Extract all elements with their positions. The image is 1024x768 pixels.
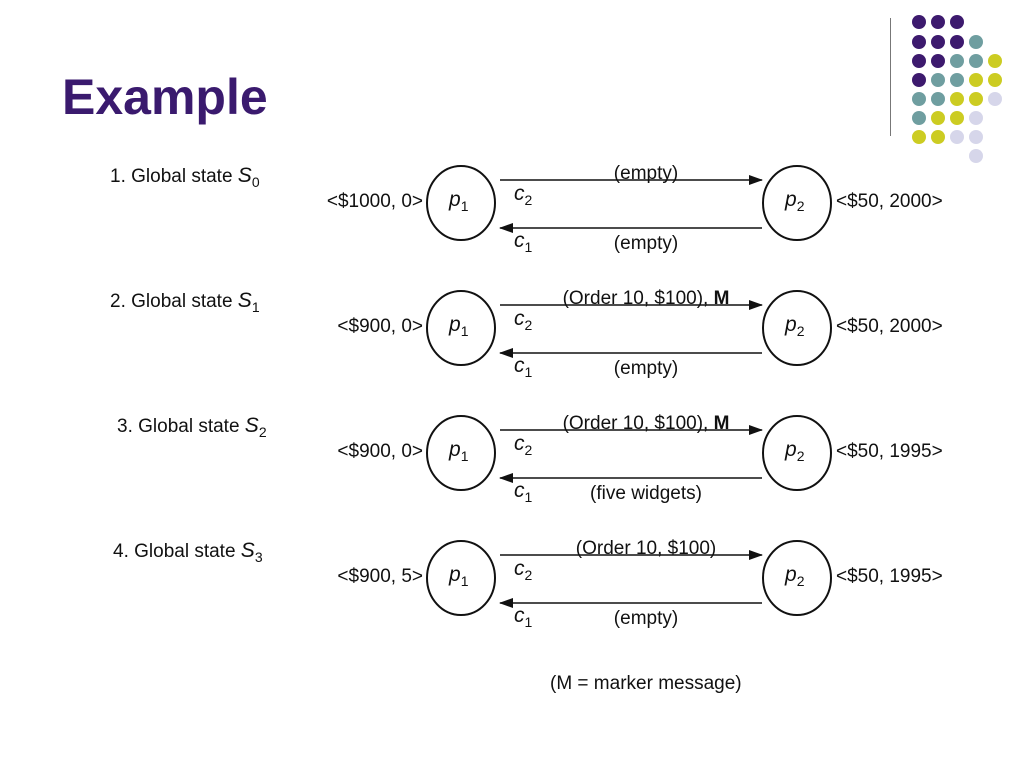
channel-c2-symbol: c2 [514, 432, 533, 459]
process-p2-symbol: p2 [785, 313, 805, 340]
channel-c1-symbol: c1 [514, 604, 533, 631]
state-symbol: S0 [237, 164, 260, 191]
process-p1-state: <$900, 5> [337, 566, 423, 587]
channel-c2-label: c2 [514, 308, 532, 336]
process-p2-label: p2 [785, 314, 804, 342]
channel-c1-label: c1 [514, 355, 532, 383]
process-p2-state: <$50, 2000> [836, 316, 943, 337]
process-p2-symbol: p2 [785, 188, 805, 215]
channel-c2-symbol: c2 [514, 307, 533, 334]
channel-c2-content: (Order 10, $100) [575, 538, 717, 559]
state-symbol: S3 [240, 539, 263, 566]
process-p2-state: <$50, 1995> [836, 566, 943, 587]
global-state-title: 2. Global state S1 [110, 289, 260, 316]
decorative-divider [890, 18, 891, 136]
process-p1-label: p1 [449, 564, 468, 592]
process-p1-label: p1 [449, 314, 468, 342]
process-p1-symbol: p1 [449, 188, 469, 215]
process-p2-label: p2 [785, 564, 804, 592]
state-symbol: S1 [237, 289, 260, 316]
process-p1-node [426, 415, 496, 491]
channel-c1-symbol: c1 [514, 229, 533, 256]
process-p2-symbol: p2 [785, 563, 805, 590]
global-state-title: 3. Global state S2 [117, 414, 267, 441]
channel-c1-content: (empty) [613, 233, 679, 254]
process-p1-label: p1 [449, 189, 468, 217]
process-p2-state: <$50, 1995> [836, 441, 943, 462]
process-p1-state: <$1000, 0> [326, 191, 423, 212]
process-p2-node [762, 165, 832, 241]
process-p2-node [762, 290, 832, 366]
channel-c2-label: c2 [514, 433, 532, 461]
process-p1-label: p1 [449, 439, 468, 467]
channel-c2-content: (Order 10, $100), M [562, 288, 730, 309]
global-state-title: 1. Global state S0 [110, 164, 260, 191]
channel-c1-content: (five widgets) [590, 483, 702, 504]
process-p2-symbol: p2 [785, 438, 805, 465]
process-p2-node [762, 415, 832, 491]
channel-c2-symbol: c2 [514, 182, 533, 209]
channel-c1-label: c1 [514, 605, 532, 633]
channel-c1-symbol: c1 [514, 354, 533, 381]
channel-c1-symbol: c1 [514, 479, 533, 506]
process-p2-label: p2 [785, 189, 804, 217]
process-p2-node [762, 540, 832, 616]
channel-c1-label: c1 [514, 230, 532, 258]
slide-title: Example [62, 69, 268, 125]
process-p1-symbol: p1 [449, 563, 469, 590]
process-p2-label: p2 [785, 439, 804, 467]
channel-c1-label: c1 [514, 480, 532, 508]
global-state-title: 4. Global state S3 [113, 539, 263, 566]
process-p1-state: <$900, 0> [337, 441, 423, 462]
process-p1-node [426, 540, 496, 616]
marker-legend: (M = marker message) [550, 673, 742, 694]
channel-c2-content: (empty) [613, 163, 679, 184]
process-p1-symbol: p1 [449, 438, 469, 465]
channel-c1-content: (empty) [613, 608, 679, 629]
process-p1-node [426, 290, 496, 366]
channel-c2-content: (Order 10, $100), M [562, 413, 730, 434]
channel-c2-symbol: c2 [514, 557, 533, 584]
process-p2-state: <$50, 2000> [836, 191, 943, 212]
process-p1-state: <$900, 0> [337, 316, 423, 337]
channel-c2-label: c2 [514, 558, 532, 586]
channel-c1-content: (empty) [613, 358, 679, 379]
state-symbol: S2 [244, 414, 267, 441]
process-p1-symbol: p1 [449, 313, 469, 340]
process-p1-node [426, 165, 496, 241]
channel-c2-label: c2 [514, 183, 532, 211]
